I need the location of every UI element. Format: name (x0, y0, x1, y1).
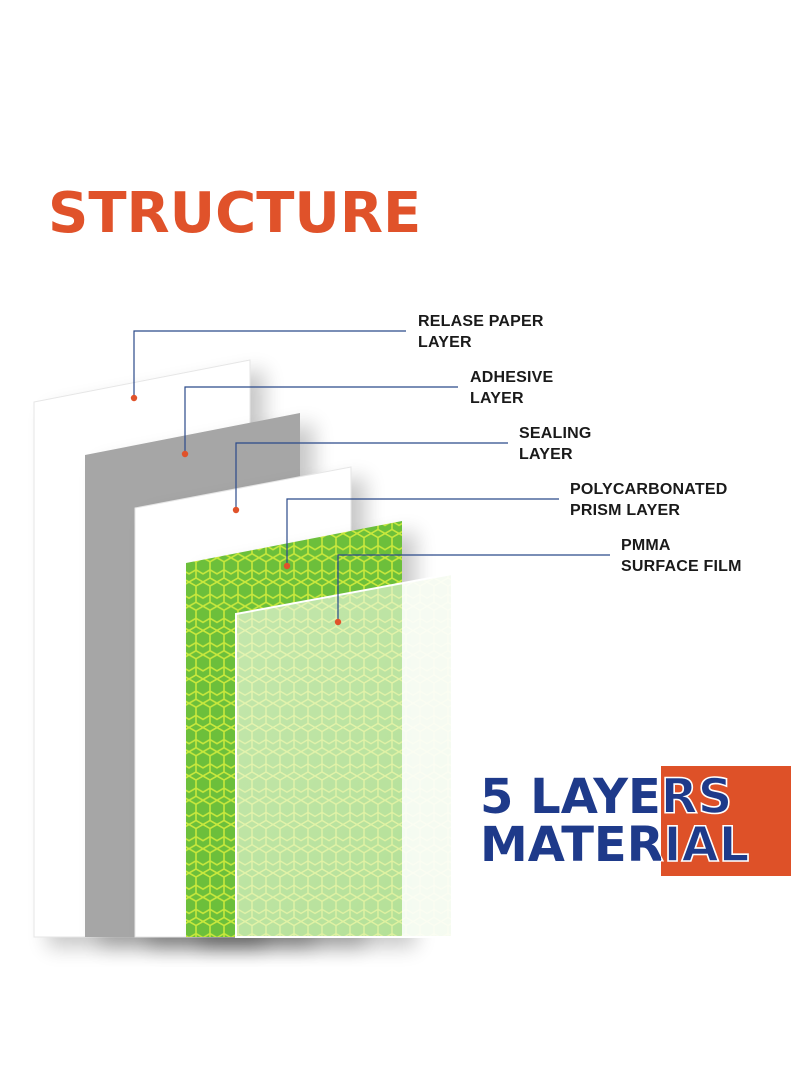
leader-line-2 (184, 386, 458, 454)
badge-outline-overlay: 5 LAYERS MATERIAL (661, 769, 750, 873)
leader-dots (130, 394, 342, 626)
leader-dot-1 (130, 394, 138, 402)
leader-line-5 (337, 554, 610, 622)
page-title: STRUCTURE (48, 181, 422, 246)
leader-line-4 (286, 498, 559, 565)
leader-dot-5 (334, 618, 342, 626)
leader-line-1 (133, 330, 406, 398)
leader-dot-2 (181, 450, 189, 458)
leader-line-3 (235, 442, 508, 510)
leader-dot-4 (283, 562, 291, 570)
badge-background (661, 766, 791, 876)
leader-lines (133, 330, 610, 622)
leader-dot-3 (232, 506, 240, 514)
layers-badge: 5 LAYERS MATERIAL (480, 769, 750, 873)
